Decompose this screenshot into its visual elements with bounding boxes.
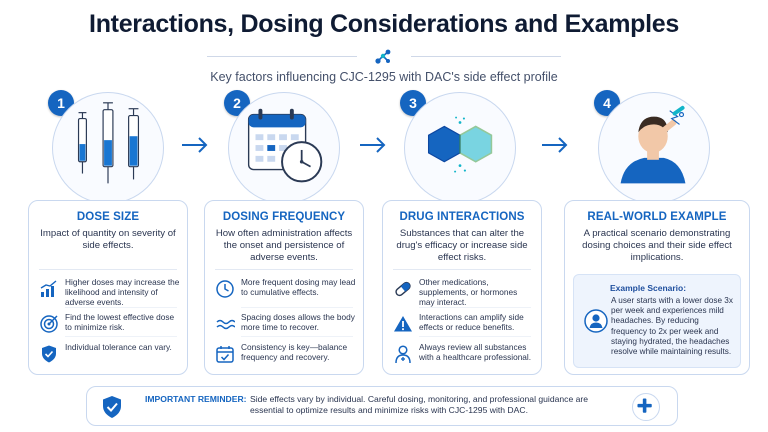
arrow-right-icon <box>360 137 386 153</box>
divider <box>65 336 177 337</box>
person-headache-icon <box>620 105 686 184</box>
list-item-text: Consistency is key—balance frequency and… <box>241 342 348 363</box>
divider <box>419 307 531 308</box>
list-item-text: Always review all substances with a heal… <box>419 342 532 363</box>
calendar-clock-icon <box>247 108 323 183</box>
card-description: A practical scenario demonstrating dosin… <box>582 228 732 263</box>
card-dosing-frequency: DOSING FREQUENCY How often administratio… <box>204 200 364 375</box>
important-reminder-banner: IMPORTANT REMINDER: Side effects vary by… <box>86 386 678 426</box>
doctor-icon <box>395 345 411 364</box>
shield-check-icon <box>103 396 121 418</box>
bar-chart-icon <box>40 280 57 297</box>
card-dose-size: DOSE SIZE Impact of quantity on severity… <box>28 200 188 375</box>
list-item: Consistency is key—balance frequency and… <box>215 342 357 376</box>
wave-icon <box>216 319 235 330</box>
warning-icon <box>394 316 412 332</box>
card-title: DRUG INTERACTIONS <box>399 211 525 223</box>
list-item-text: Spacing doses allows the body more time … <box>241 312 355 333</box>
shield-icon <box>42 345 56 363</box>
step-illustration-2 <box>228 92 340 204</box>
list-item: Interactions can amplify side effects or… <box>393 312 535 346</box>
calendar-check-icon <box>216 346 234 363</box>
card-drug-interactions: DRUG INTERACTIONS Substances that can al… <box>382 200 542 375</box>
step-illustration-1 <box>52 92 164 204</box>
reminder-label: IMPORTANT REMINDER: <box>145 394 247 404</box>
list-item: Higher doses may increase the likelihood… <box>39 277 181 311</box>
list-item-text: Higher doses may increase the likelihood… <box>65 277 180 308</box>
card-description: How often administration affects the ons… <box>215 228 353 263</box>
divider <box>215 269 353 270</box>
list-item: Always review all substances with a heal… <box>393 342 535 376</box>
medical-cross-icon <box>632 393 660 421</box>
step-illustration-3 <box>404 92 516 204</box>
title-divider-right <box>411 56 561 57</box>
card-title: DOSING FREQUENCY <box>222 211 346 223</box>
divider <box>241 307 353 308</box>
scenario-title: Example Scenario: <box>610 283 687 293</box>
card-description: Impact of quantity on severity of side e… <box>40 228 176 251</box>
divider <box>241 336 353 337</box>
list-item: Individual tolerance can vary. <box>39 342 181 376</box>
syringes-icon <box>77 102 140 184</box>
divider <box>393 269 531 270</box>
card-title: REAL-WORLD EXAMPLE <box>587 211 727 223</box>
pill-icon <box>395 281 411 297</box>
card-description: Substances that can alter the drug's eff… <box>396 228 528 263</box>
step-illustration-4 <box>598 92 710 204</box>
divider <box>39 269 177 270</box>
divider <box>65 307 177 308</box>
clock-icon <box>216 280 234 298</box>
title-divider-left <box>207 56 357 57</box>
scenario-text: A user starts with a lower dose 3x per w… <box>611 296 733 357</box>
user-icon <box>584 309 608 333</box>
target-icon <box>40 315 58 333</box>
list-item-text: Interactions can amplify side effects or… <box>419 312 524 333</box>
molecule-icon <box>375 49 391 64</box>
arrow-right-icon <box>542 137 568 153</box>
card-title: DOSE SIZE <box>76 211 140 223</box>
list-item: Find the lowest effective dose to minimi… <box>39 312 181 346</box>
list-item-text: Other medications, supplements, or hormo… <box>419 277 518 308</box>
list-item-text: More frequent dosing may lead to cumulat… <box>241 277 356 298</box>
list-item: Spacing doses allows the body more time … <box>215 312 357 346</box>
page-title: Interactions, Dosing Considerations and … <box>89 10 679 38</box>
divider <box>419 336 531 337</box>
page-subtitle: Key factors influencing CJC-1295 with DA… <box>210 70 558 84</box>
list-item-text: Individual tolerance can vary. <box>65 342 172 352</box>
reminder-text: Side effects vary by individual. Careful… <box>250 394 589 415</box>
list-item: Other medications, supplements, or hormo… <box>393 277 535 311</box>
example-scenario-box: Example Scenario: A user starts with a l… <box>573 274 741 368</box>
list-item-text: Find the lowest effective dose to minimi… <box>65 312 175 333</box>
list-item: More frequent dosing may lead to cumulat… <box>215 277 357 311</box>
card-real-world-example: REAL-WORLD EXAMPLE A practical scenario … <box>564 200 750 375</box>
arrow-right-icon <box>182 137 208 153</box>
hexagons-icon <box>427 116 493 173</box>
